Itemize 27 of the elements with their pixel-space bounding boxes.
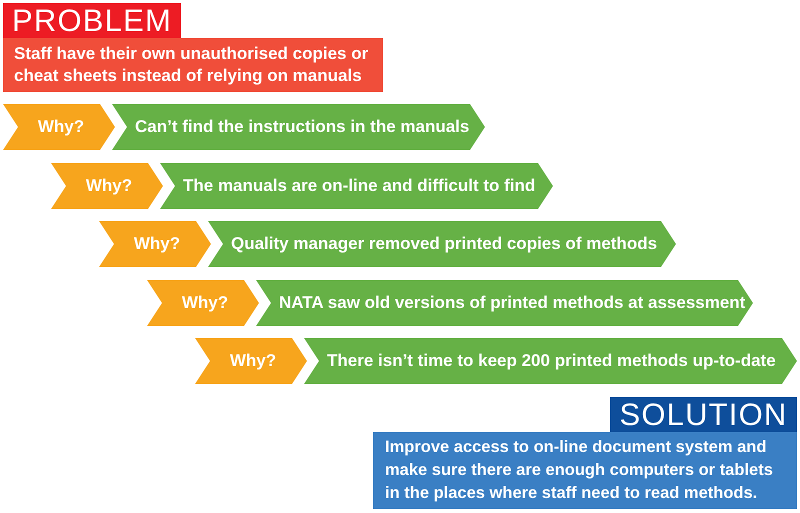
question-tag (51, 163, 163, 209)
answer-banner (304, 338, 797, 384)
text-panel (3, 38, 383, 92)
question-text: Why? (134, 234, 180, 254)
heading-text: PROBLEM (12, 4, 172, 37)
panel-text: Staff have their own unauthorised copies or cheat sheets instead of relying on manuals (14, 43, 370, 87)
text-panel (373, 432, 797, 509)
question-text: Why? (86, 176, 132, 196)
question-tag (99, 221, 211, 267)
answer-text: There isn’t time to keep 200 printed methods up-to-date (327, 351, 776, 371)
answer-banner (160, 163, 553, 209)
heading-text: SOLUTION (619, 398, 788, 431)
answer-text: Quality manager removed printed copies of methods (231, 234, 658, 254)
answer-banner (208, 221, 676, 267)
question-tag (3, 104, 115, 150)
answer-banner (112, 104, 485, 150)
question-tag (195, 338, 307, 384)
answer-text: The manuals are on-line and difficult to find (183, 176, 536, 196)
question-text: Why? (230, 351, 276, 371)
answer-text: NATA saw old versions of printed methods at assessment (279, 293, 746, 313)
panel-text: Improve access to on-line document system and make sure there are enough computers or tablets in the places where staff need to read methods. (385, 437, 774, 504)
question-text: Why? (182, 293, 228, 313)
heading-banner (3, 3, 181, 38)
answer-banner (256, 280, 753, 326)
answer-text: Can’t find the instructions in the manuals (135, 117, 470, 137)
question-text: Why? (38, 117, 84, 137)
question-tag (147, 280, 259, 326)
